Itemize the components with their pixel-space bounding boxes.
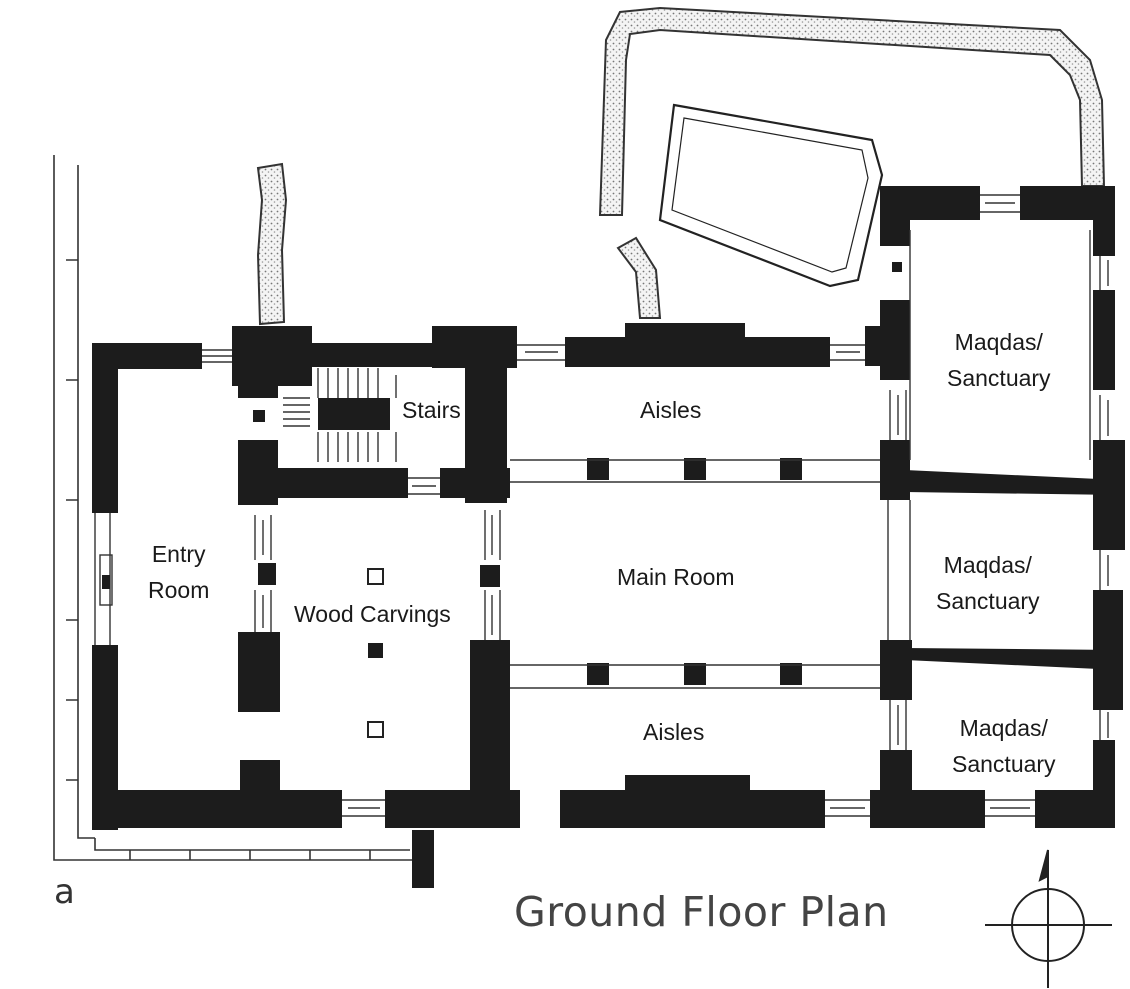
room-label-sanctuary-bottom: Maqdas/ Sanctuary [952, 715, 1056, 777]
room-label-sanctuary-top: Maqdas/ Sanctuary [947, 329, 1051, 391]
figure-letter: a [54, 872, 75, 912]
building-walls [92, 186, 1125, 830]
room-label-wood-carvings: Wood Carvings [294, 601, 451, 627]
pool [658, 103, 884, 288]
plan-title: Ground Floor Plan [514, 888, 889, 936]
column-bases [367, 568, 384, 738]
room-label-sanctuary-middle: Maqdas/ Sanctuary [936, 552, 1040, 614]
room-label-stairs: Stairs [402, 397, 461, 423]
entry-post [412, 830, 434, 888]
openings [94, 194, 1109, 817]
site-boundary-lines [53, 155, 420, 861]
north-arrow-icon [985, 849, 1112, 988]
room-label-entry-room: Entry Room [148, 541, 210, 603]
room-label-aisles-top: Aisles [640, 397, 702, 423]
garden-wall [256, 6, 1106, 326]
room-label-aisles-bottom: Aisles [643, 719, 705, 745]
room-label-main-room: Main Room [617, 564, 735, 590]
